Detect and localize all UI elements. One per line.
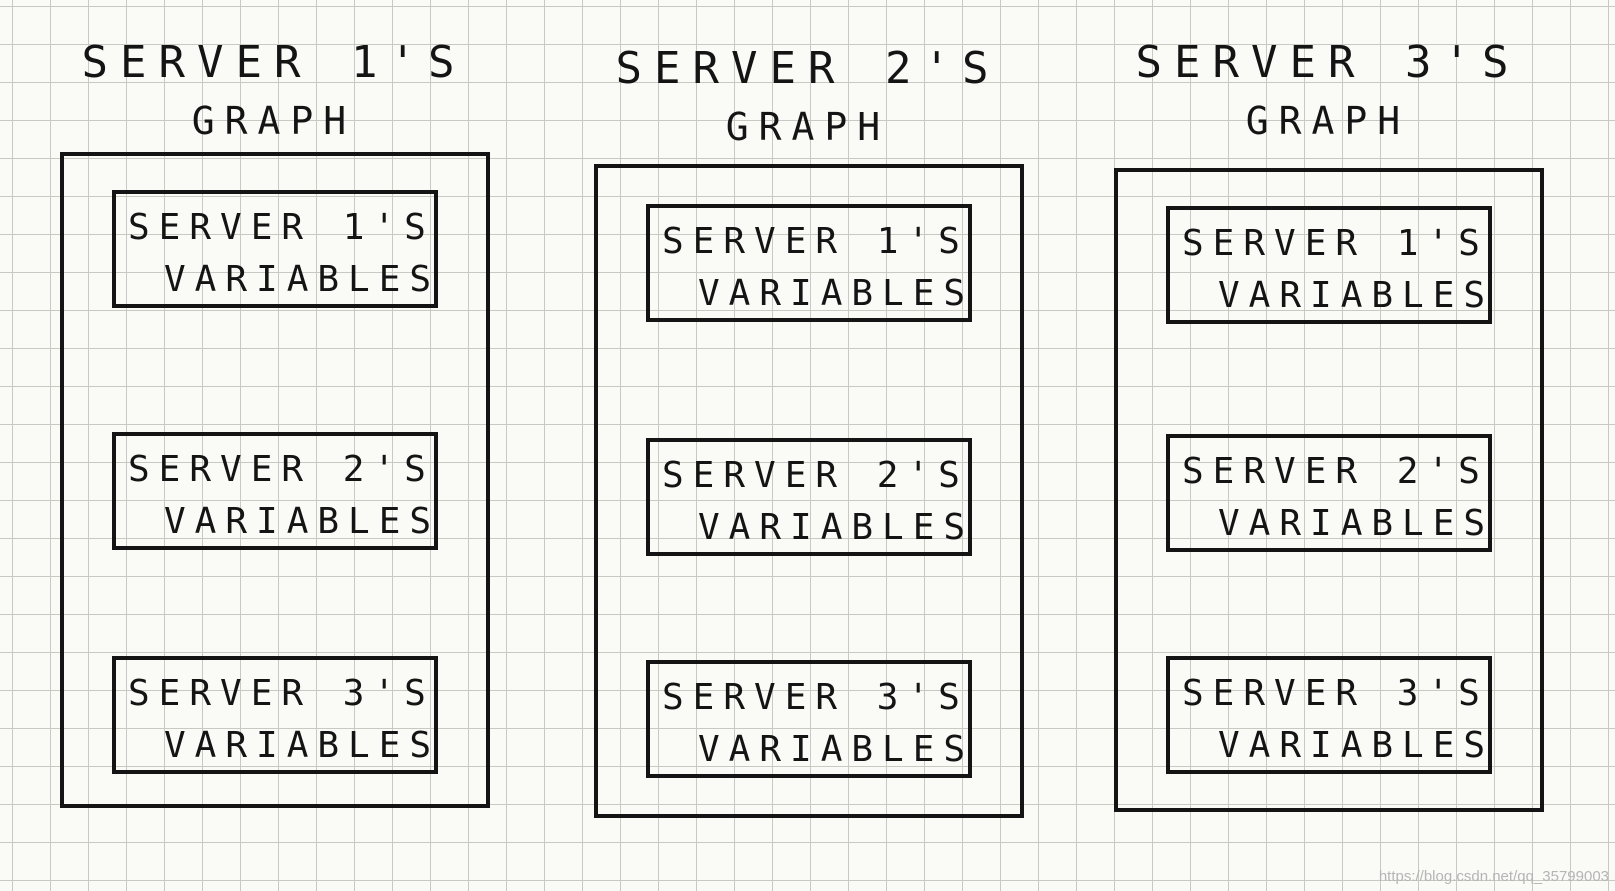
graph-title-line2: GRAPH [725, 105, 891, 149]
variables-box-line1: SERVER 3's [1182, 673, 1489, 714]
graph-title-line2: GRAPH [191, 99, 357, 143]
graph-title-line1: SERVER 1's [81, 37, 467, 88]
graph-title-line1: SERVER 2's [615, 43, 1001, 94]
graph-box: SERVER 1's VARIABLES SERVER 2's VARIABLE… [1114, 168, 1544, 812]
variables-box-server-1: SERVER 1's VARIABLES [112, 190, 438, 308]
variables-box-line1: SERVER 2's [1182, 451, 1489, 492]
variables-box-line1: SERVER 1's [662, 221, 969, 262]
server-3-graph-column: SERVER 3's GRAPH SERVER 1's VARIABLES SE… [1112, 0, 1544, 891]
variables-box-line2: VARIABLES [698, 273, 975, 314]
variables-box-server-2: SERVER 2's VARIABLES [646, 438, 972, 556]
server-2-graph-column: SERVER 2's GRAPH SERVER 1's VARIABLES SE… [592, 0, 1024, 891]
graph-box: SERVER 1's VARIABLES SERVER 2's VARIABLE… [60, 152, 490, 808]
variables-box-line2: VARIABLES [698, 729, 975, 770]
server-1-graph-column: SERVER 1's GRAPH SERVER 1's VARIABLES SE… [58, 0, 490, 891]
variables-box-line2: VARIABLES [1218, 503, 1495, 544]
variables-box-server-2: SERVER 2's VARIABLES [1166, 434, 1492, 552]
variables-box-server-1: SERVER 1's VARIABLES [1166, 206, 1492, 324]
graph-title: SERVER 2's GRAPH [592, 40, 1024, 156]
graph-title: SERVER 3's GRAPH [1112, 34, 1544, 150]
graph-box: SERVER 1's VARIABLES SERVER 2's VARIABLE… [594, 164, 1024, 818]
variables-box-line2: VARIABLES [698, 507, 975, 548]
variables-box-line1: SERVER 2's [128, 449, 435, 490]
variables-box-server-2: SERVER 2's VARIABLES [112, 432, 438, 550]
variables-box-line1: SERVER 3's [662, 677, 969, 718]
variables-box-line2: VARIABLES [1218, 275, 1495, 316]
variables-box-server-1: SERVER 1's VARIABLES [646, 204, 972, 322]
variables-box-server-3: SERVER 3's VARIABLES [1166, 656, 1492, 774]
graph-title-line1: SERVER 3's [1135, 37, 1521, 88]
watermark: https://blog.csdn.net/qq_35799003 [1378, 868, 1609, 885]
graph-title: SERVER 1's GRAPH [58, 34, 490, 150]
variables-box-line1: SERVER 1's [1182, 223, 1489, 264]
graph-title-line2: GRAPH [1245, 99, 1411, 143]
variables-box-line2: VARIABLES [1218, 725, 1495, 766]
variables-box-line1: SERVER 1's [128, 207, 435, 248]
variables-box-server-3: SERVER 3's VARIABLES [112, 656, 438, 774]
variables-box-line1: SERVER 2's [662, 455, 969, 496]
variables-box-line1: SERVER 3's [128, 673, 435, 714]
variables-box-line2: VARIABLES [164, 725, 441, 766]
variables-box-line2: VARIABLES [164, 259, 441, 300]
variables-box-server-3: SERVER 3's VARIABLES [646, 660, 972, 778]
variables-box-line2: VARIABLES [164, 501, 441, 542]
